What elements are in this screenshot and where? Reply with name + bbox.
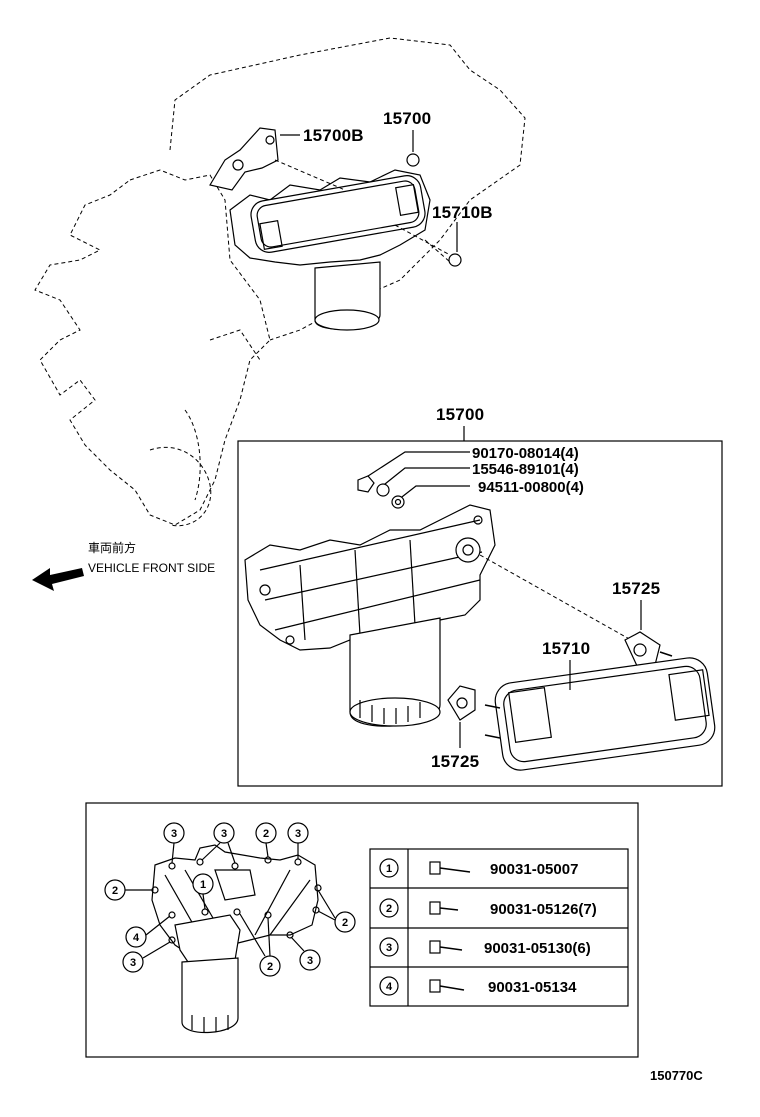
svg-text:4: 4	[133, 932, 140, 944]
svg-text:2: 2	[263, 828, 269, 840]
bolt-icon	[429, 901, 459, 915]
bolt-table-row: 3 90031-05130(6)	[379, 937, 591, 957]
bolt-badge: 3	[287, 822, 309, 859]
svg-text:2: 2	[112, 885, 118, 897]
callout-nut: 90170-08014(4)	[472, 445, 579, 462]
label-15700b: 15700B	[303, 126, 364, 145]
bolt-badge: 1	[192, 873, 214, 910]
svg-text:2: 2	[342, 917, 348, 929]
svg-text:3: 3	[307, 955, 313, 967]
bolt-diagram-housing	[151, 844, 322, 1033]
bolt-badge: 2	[317, 889, 356, 933]
label-15725-upper: 15725	[612, 579, 660, 598]
direction-en-label: VEHICLE FRONT SIDE	[88, 561, 215, 575]
arrow-left-icon	[32, 568, 84, 591]
bolt-badge: 3	[122, 941, 171, 973]
top-oil-cooler	[209, 127, 462, 331]
svg-text:3: 3	[295, 828, 301, 840]
label-15710b: 15710B	[432, 203, 493, 222]
assembly-title: 15700	[436, 405, 484, 424]
bolt-part-number: 90031-05126(7)	[490, 901, 597, 918]
callout-washer: 15546-89101(4)	[472, 461, 579, 478]
label-15725-lower: 15725	[431, 752, 479, 771]
bolt-table-row: 1 90031-05007	[379, 858, 578, 878]
assembly-box	[237, 440, 723, 787]
callout-gasket: 94511-00800(4)	[478, 479, 584, 496]
label-15710: 15710	[542, 639, 590, 658]
bolt-badges: 3 3 2 3 2 1 4	[104, 822, 356, 977]
svg-text:2: 2	[267, 961, 273, 973]
svg-text:4: 4	[386, 981, 393, 993]
bolt-badge: 3	[201, 822, 236, 864]
direction-indicator: 車両前方 VEHICLE FRONT SIDE	[32, 540, 215, 591]
direction-jp-label: 車両前方	[88, 540, 136, 555]
svg-text:1: 1	[200, 879, 206, 891]
bolt-table-row: 2 90031-05126(7)	[379, 898, 597, 918]
svg-text:3: 3	[171, 828, 177, 840]
bolt-part-number: 90031-05007	[490, 861, 578, 878]
top-labels: 15700B 15700 15710B	[280, 109, 493, 252]
svg-text:1: 1	[386, 863, 392, 875]
svg-text:3: 3	[386, 942, 392, 954]
bolt-table: 1 90031-05007 2 90031-05126(7) 3 90031-0	[369, 848, 629, 1007]
oil-cooler-housing	[244, 504, 641, 727]
bolt-part-number: 90031-05134	[488, 979, 577, 996]
bolt-icon	[429, 979, 465, 993]
bolt-badge: 3	[163, 822, 185, 864]
bolt-icon	[429, 861, 471, 875]
oil-cooler-element	[447, 631, 716, 771]
bolt-badge: 2	[255, 822, 277, 858]
engine-outline	[34, 37, 526, 527]
bolt-badge: 4	[125, 915, 171, 948]
svg-text:3: 3	[130, 957, 136, 969]
bolt-icon	[429, 940, 463, 954]
bolt-part-number: 90031-05130(6)	[484, 940, 591, 957]
diagram-code: 150770C	[650, 1068, 703, 1083]
assembly-labels: 15725 15710 15725	[431, 579, 660, 771]
bolt-badge: 3	[290, 936, 321, 971]
bolt-badge: 2	[239, 913, 281, 977]
bolt-diagram-box	[85, 802, 639, 1058]
svg-text:3: 3	[221, 828, 227, 840]
label-15700-top: 15700	[383, 109, 431, 128]
bolt-badge: 2	[104, 879, 152, 901]
svg-text:2: 2	[386, 903, 392, 915]
bolt-table-row: 4 90031-05134	[379, 976, 577, 996]
assembly-callouts: 90170-08014(4) 15546-89101(4) 94511-0080…	[357, 445, 584, 509]
